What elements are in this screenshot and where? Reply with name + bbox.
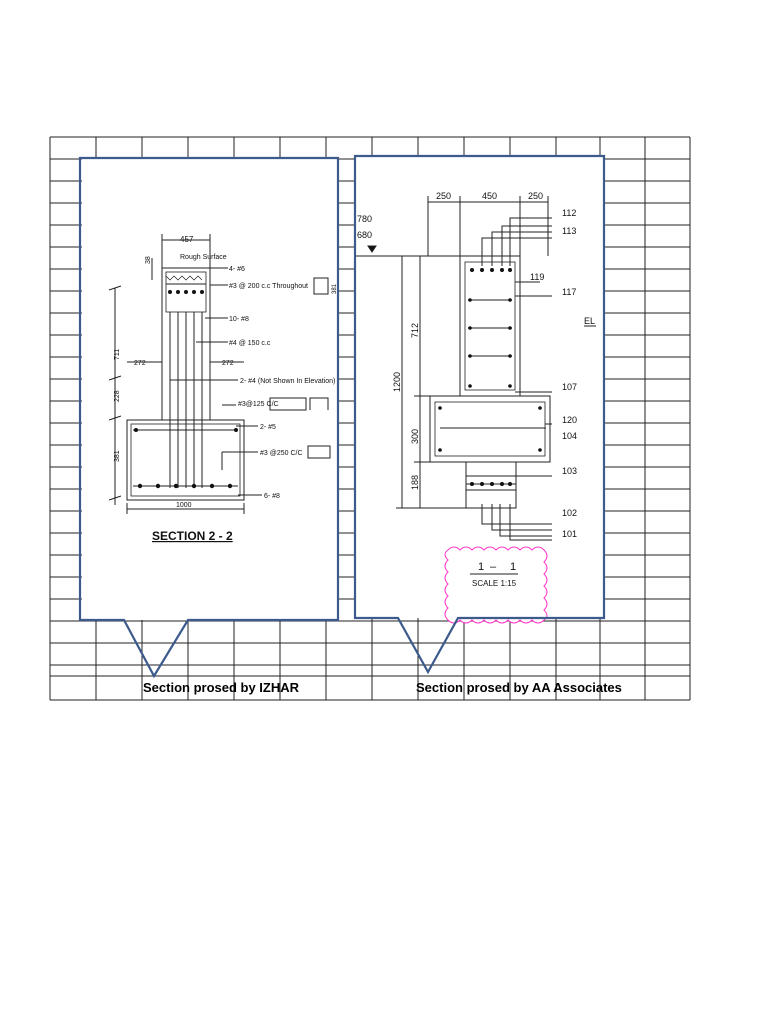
label-stirrup-top-dim: 381 [332, 283, 338, 294]
scale-text: SCALE 1:15 [472, 579, 517, 588]
scale-revision-cloud [444, 546, 548, 624]
label-w1: 250 [436, 191, 451, 201]
label-w2: 450 [482, 191, 497, 201]
scale-mark: 1 – 1 SCALE 1:15 [470, 561, 518, 588]
right-panel [356, 156, 604, 618]
label-102: 102 [562, 508, 577, 518]
label-side-bars: 10- #8 [229, 316, 249, 323]
right-section-drawing [356, 196, 596, 541]
label-total: 1200 [392, 372, 402, 392]
label-dim-381: 381 [114, 450, 121, 462]
label-mid: 300 [410, 429, 420, 444]
label-el1: 780 [357, 214, 372, 224]
label-el2: 680 [357, 230, 372, 240]
label-107: 107 [562, 382, 577, 392]
label-117: 117 [562, 287, 576, 297]
caption-right: Section prosed by AA Associates [416, 680, 622, 695]
scale-left: 1 [478, 561, 484, 573]
left-section-drawing [108, 234, 331, 514]
label-cover-top: 38 [145, 256, 152, 264]
label-stirrup-top: #3 @ 200 c.c Throughout [229, 283, 308, 290]
label-right-ext: 272 [222, 360, 234, 367]
label-top-bars: 4- #6 [229, 266, 245, 273]
section-title: SECTION 2 - 2 [152, 529, 233, 543]
callout-left [78, 156, 340, 679]
label-bot: 188 [410, 475, 420, 490]
label-119: 119 [530, 272, 544, 282]
label-rough-surface: Rough Surface [180, 254, 227, 261]
label-112: 112 [562, 208, 576, 218]
label-not-shown: 2- #4 (Not Shown In Elevation) [240, 378, 335, 385]
label-el-tag: EL [584, 316, 595, 326]
label-stirrup-base2: #3 @250 C/C [260, 450, 303, 457]
base-outline [126, 419, 245, 501]
right-drawing-labels: 250 450 250 780 680 1200 712 300 188 EL … [357, 191, 595, 539]
label-113: 113 [562, 226, 576, 236]
label-120: 120 [562, 415, 577, 425]
caption-left: Section prosed by IZHAR [143, 680, 300, 695]
label-bottom-bars: 6- #8 [264, 493, 280, 500]
callout-right [353, 154, 606, 675]
label-top-width: 457 [180, 235, 194, 244]
left-rebar-dots [134, 290, 238, 489]
label-ties: #4 @ 150 c.c [229, 340, 271, 347]
label-dim-228: 228 [114, 390, 121, 402]
label-101: 101 [562, 529, 577, 539]
label-dim-711: 711 [114, 349, 121, 360]
left-drawing-labels: 457 38 Rough Surface 4- #6 #3 @ 200 c.c … [114, 235, 338, 543]
right-rebar-dots [438, 268, 542, 486]
label-base-width: 1000 [176, 502, 192, 509]
label-base-bars: 2- #5 [260, 424, 276, 431]
scale-dash: – [490, 561, 497, 573]
label-left-ext: 272 [134, 360, 146, 367]
label-103: 103 [562, 466, 577, 476]
label-w3: 250 [528, 191, 543, 201]
label-stem: 712 [410, 323, 420, 338]
scale-right: 1 [510, 561, 516, 573]
label-104: 104 [562, 431, 577, 441]
label-stirrup-base: #3@125 C/C [238, 401, 279, 408]
